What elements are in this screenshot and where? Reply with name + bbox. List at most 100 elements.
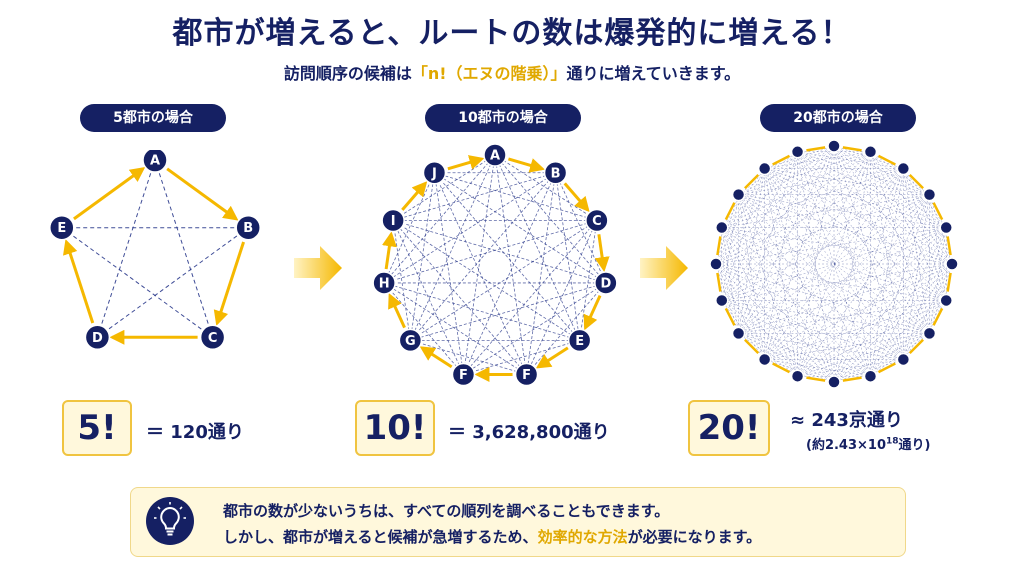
factorial-box-10: 10! bbox=[355, 400, 435, 456]
page-subtitle: 訪問順序の候補は「n!（エヌの階乗）」通りに増えていきます。 bbox=[0, 60, 1024, 84]
tour-edge bbox=[716, 272, 722, 292]
route-edge bbox=[764, 194, 930, 360]
route-edge bbox=[797, 151, 947, 301]
route-edge bbox=[579, 220, 598, 341]
panel-label-5: 5都市の場合 bbox=[80, 104, 226, 132]
route-edge bbox=[833, 145, 930, 334]
city-label: B bbox=[243, 221, 253, 236]
route-edge bbox=[738, 194, 904, 360]
route-edge bbox=[392, 220, 580, 341]
route-edge bbox=[870, 300, 947, 377]
route-edge bbox=[434, 172, 580, 341]
tour-edge bbox=[946, 236, 952, 256]
route-edge bbox=[715, 168, 765, 265]
tour-edge bbox=[63, 239, 95, 324]
route-edge bbox=[738, 194, 871, 377]
subtitle-highlight: 「n!（エヌの階乗）」 bbox=[411, 64, 567, 83]
tour-edge bbox=[447, 155, 485, 171]
tour-edge bbox=[842, 146, 862, 152]
city-node: F bbox=[514, 362, 539, 387]
tour-edge bbox=[946, 272, 952, 292]
route-edge bbox=[721, 227, 765, 360]
route-edge bbox=[383, 154, 496, 284]
route-edge bbox=[393, 220, 606, 284]
route-edge bbox=[764, 168, 871, 377]
route-edge bbox=[797, 359, 904, 377]
city-label: D bbox=[92, 331, 103, 346]
city-node bbox=[922, 187, 937, 202]
tour-edge bbox=[213, 241, 245, 326]
tour-edge bbox=[724, 307, 736, 326]
route-edge bbox=[764, 168, 947, 301]
route-edge bbox=[833, 145, 930, 195]
city-node bbox=[827, 375, 841, 389]
route-edge bbox=[929, 227, 947, 334]
route-edge bbox=[494, 154, 607, 284]
city-node bbox=[757, 161, 772, 176]
city-node bbox=[922, 326, 937, 341]
route-edge bbox=[434, 172, 597, 221]
route-edge bbox=[721, 300, 798, 377]
route-edge bbox=[721, 227, 739, 334]
city-node: C bbox=[585, 208, 609, 233]
route-edge bbox=[764, 168, 904, 360]
city-node bbox=[827, 139, 841, 153]
route-edge bbox=[410, 220, 598, 341]
factorial-box-5: 5! bbox=[62, 400, 132, 456]
route-edge bbox=[434, 172, 527, 375]
route-edge bbox=[715, 227, 947, 265]
tour-edge bbox=[842, 376, 862, 382]
tip-line-2: しかし、都市が増えると候補が急増するため、効率的な方法が必要になります。 bbox=[223, 528, 762, 546]
route-edge bbox=[764, 151, 871, 169]
city-label: A bbox=[150, 154, 160, 169]
factorial-box-20: 20! bbox=[688, 400, 770, 456]
tour-edge bbox=[388, 292, 406, 329]
route-edge bbox=[903, 168, 953, 265]
route-edge bbox=[738, 168, 904, 334]
tip-box: 都市の数が少ないうちは、すべての順列を調べることもできます。 しかし、都市が増え… bbox=[130, 487, 906, 557]
tour-edge bbox=[508, 157, 545, 173]
city-node: D bbox=[84, 324, 111, 351]
route-edge bbox=[410, 282, 606, 341]
tour-edge bbox=[535, 346, 569, 369]
route-edge bbox=[463, 172, 556, 375]
lightbulb-icon bbox=[146, 497, 194, 545]
route-edge bbox=[384, 220, 597, 284]
route-edge bbox=[764, 359, 871, 377]
route-edge bbox=[797, 151, 871, 377]
route-edge bbox=[764, 151, 871, 360]
route-edge bbox=[797, 227, 947, 377]
city-node bbox=[939, 293, 953, 308]
route-edge bbox=[409, 172, 435, 341]
result-10: ＝ 3,628,800通り bbox=[448, 422, 610, 443]
route-edge bbox=[494, 154, 581, 341]
city-label: F bbox=[459, 368, 468, 383]
route-edge bbox=[721, 227, 930, 334]
route-edge bbox=[721, 227, 798, 377]
route-edge bbox=[393, 172, 556, 221]
tour-edge bbox=[772, 362, 791, 374]
route-edge bbox=[555, 172, 581, 341]
route-edge bbox=[61, 227, 213, 338]
route-edge bbox=[797, 151, 930, 334]
tour-edge bbox=[908, 338, 924, 354]
tour-edge bbox=[716, 236, 722, 256]
route-edge bbox=[764, 151, 798, 360]
route-edge bbox=[870, 168, 904, 377]
route-edge bbox=[721, 194, 930, 301]
city-node bbox=[709, 257, 723, 271]
route-edge bbox=[434, 172, 607, 284]
page-title: 都市が増えると、ルートの数は爆発的に増える！ bbox=[172, 16, 852, 51]
city-node: C bbox=[199, 324, 226, 351]
city-node: H bbox=[372, 271, 396, 295]
route-edge bbox=[721, 300, 835, 383]
city-label: J bbox=[431, 166, 437, 181]
route-edge bbox=[797, 168, 904, 377]
route-edge bbox=[410, 339, 527, 375]
city-label: B bbox=[551, 166, 561, 181]
subtitle-text-after: 通りに増えていきます。 bbox=[566, 64, 741, 83]
route-edge bbox=[715, 263, 947, 301]
tour-edge bbox=[73, 167, 146, 221]
city-label: G bbox=[405, 334, 416, 349]
